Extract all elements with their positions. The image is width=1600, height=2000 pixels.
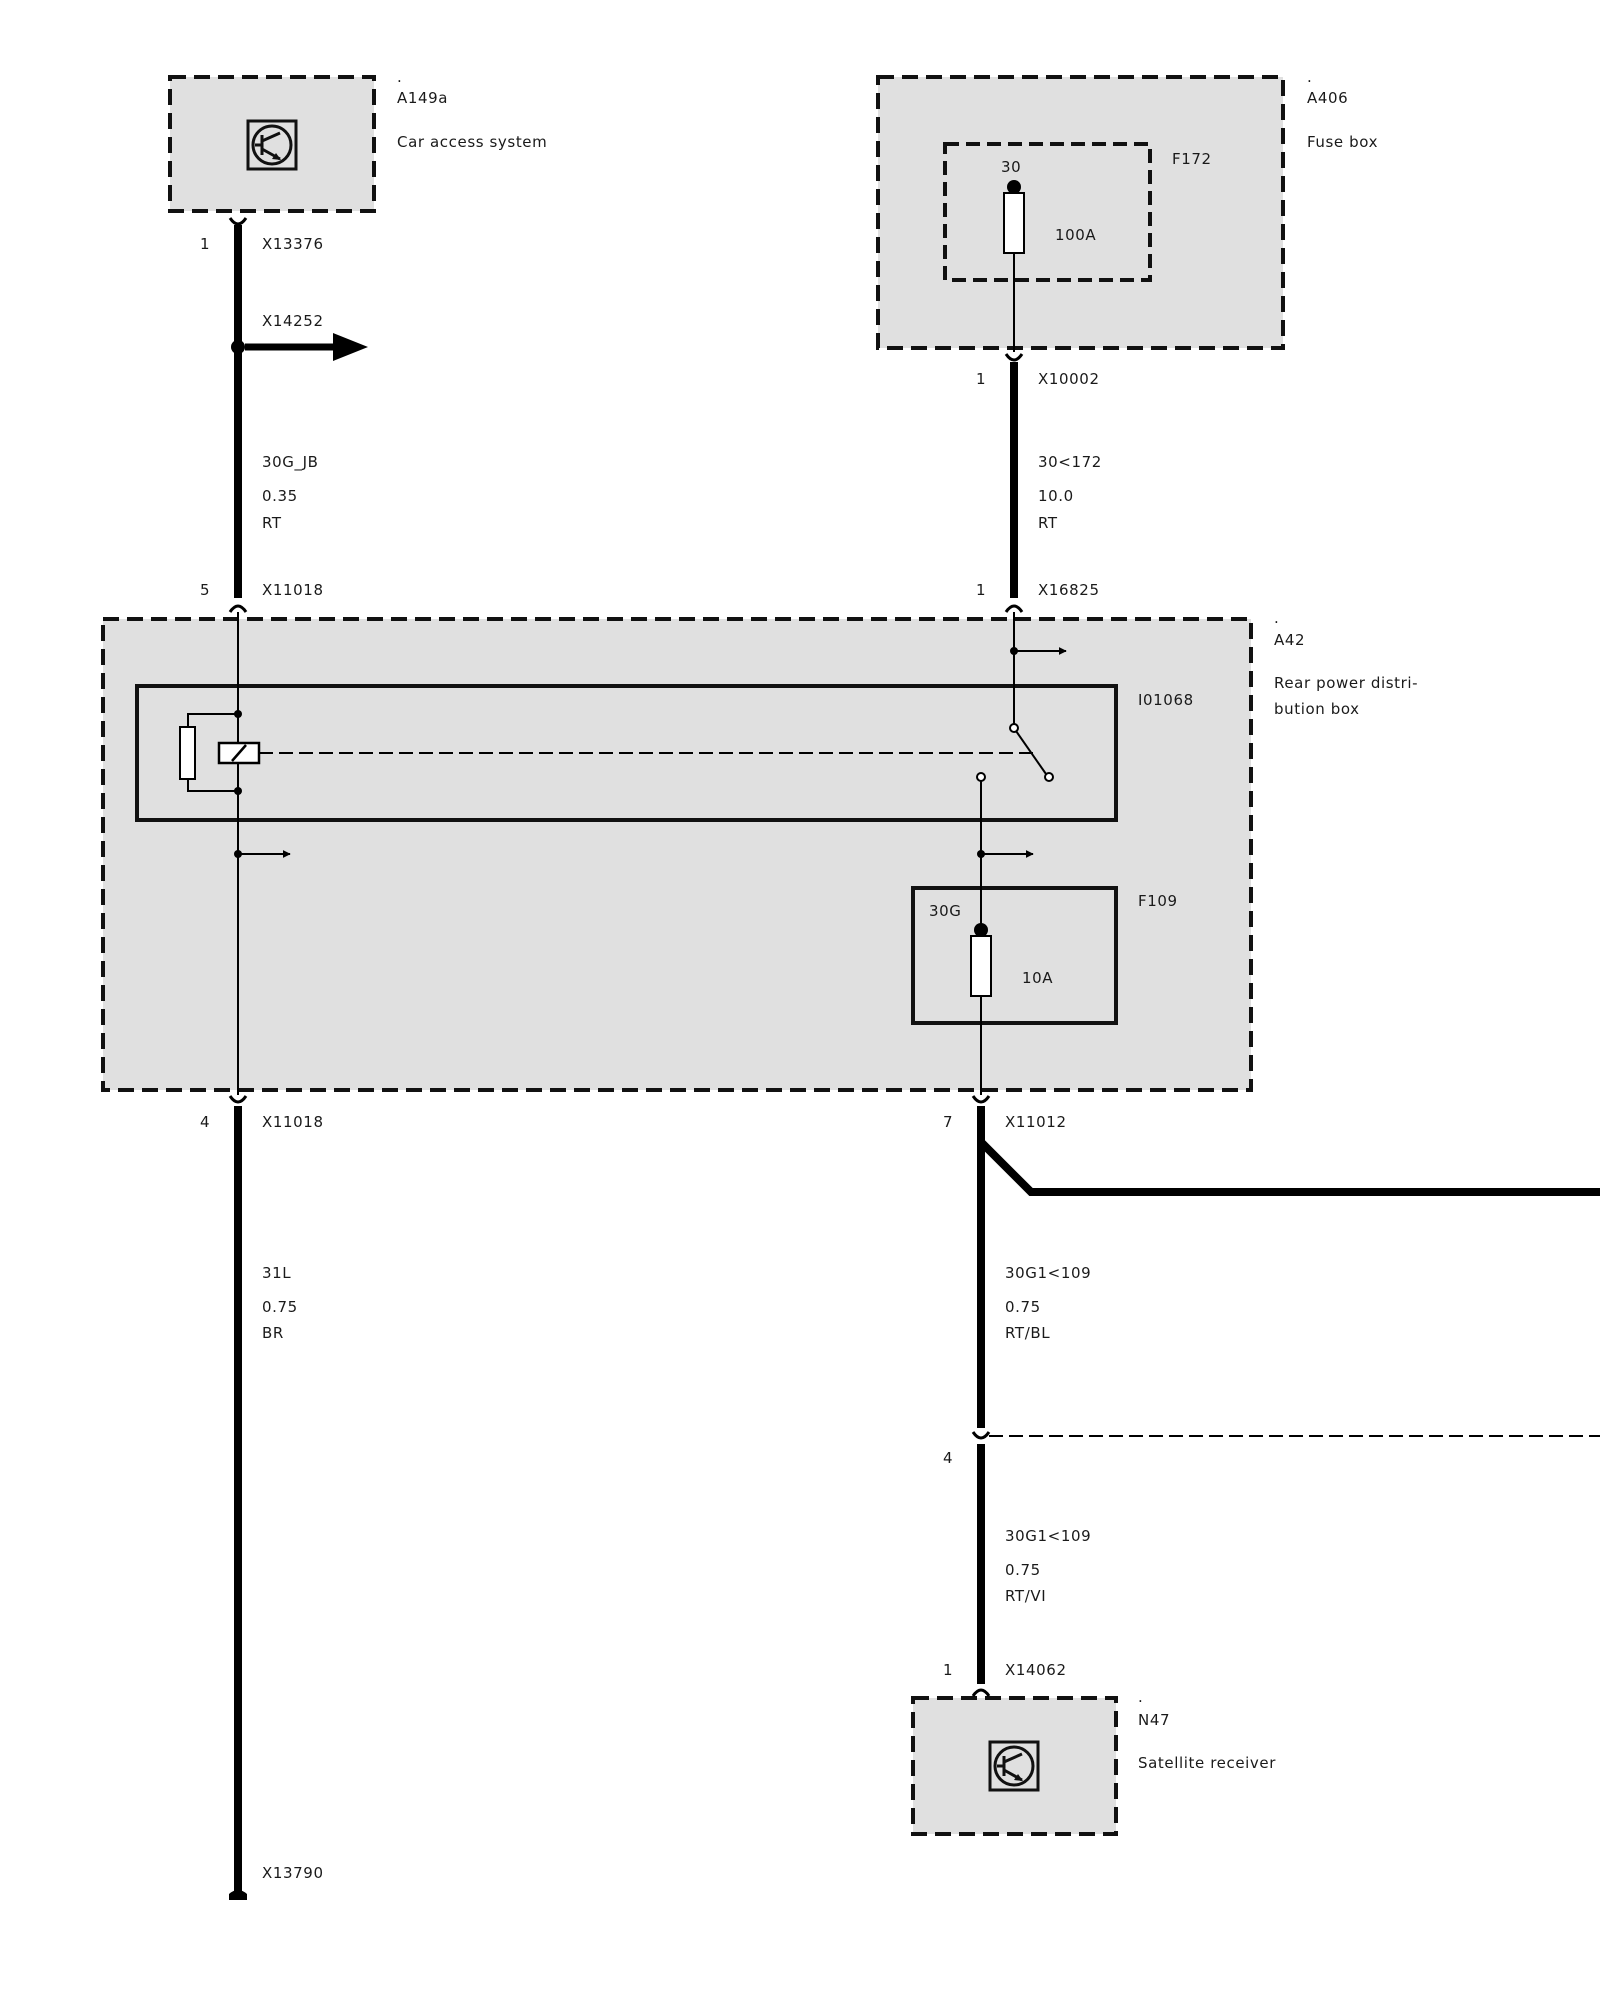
- relay-i01068-id: I01068: [1138, 691, 1194, 709]
- fuse-f172-terminal: 30: [1001, 158, 1021, 176]
- wire-30-172-signal: 30<172: [1038, 453, 1102, 471]
- module-a149a-name: Car access system: [397, 133, 547, 151]
- relay-coil-icon: [217, 741, 261, 765]
- connector-x11012-pin: 7: [943, 1113, 953, 1131]
- connector-x11018-bottom-id: X11018: [262, 1113, 324, 1131]
- connector-x16825-mark: [1004, 604, 1024, 613]
- module-a406[interactable]: [876, 75, 1285, 350]
- connector-x11018-top-pin: 5: [200, 581, 210, 599]
- fuse-f172-rating: 100A: [1055, 226, 1096, 244]
- wire-31l-color: BR: [262, 1324, 284, 1342]
- connector-splice-4-mark: [971, 1431, 991, 1440]
- wire-30g1-109-a-signal: 30G1<109: [1005, 1264, 1091, 1282]
- module-n47-name: Satellite receiver: [1138, 1754, 1276, 1772]
- module-a406-box: [876, 75, 1285, 350]
- module-a42-name-line1: Rear power distri-: [1274, 674, 1418, 692]
- terminal-30-dot: [1007, 180, 1021, 194]
- module-n47-dot: .: [1138, 1688, 1143, 1706]
- wire-30-172-color: RT: [1038, 514, 1058, 532]
- splice-x14252-node: [231, 340, 245, 354]
- ecu-transistor-icon: [988, 1740, 1040, 1792]
- wire-30g-jb-color: RT: [262, 514, 282, 532]
- wire-30g1-109-a[interactable]: [977, 1106, 1600, 1428]
- module-n47-box: [911, 1696, 1118, 1836]
- connector-x14062-mark: [971, 1688, 991, 1697]
- module-a42-id: A42: [1274, 631, 1305, 649]
- wire-30g1-109-a-color: RT/BL: [1005, 1324, 1050, 1342]
- connector-x13790-id: X13790: [262, 1864, 324, 1882]
- wire-30-172-gauge: 10.0: [1038, 487, 1074, 505]
- fuse-f109-terminal: 30G: [929, 902, 962, 920]
- wire-31l-gauge: 0.75: [262, 1298, 298, 1316]
- fuse-f172-icon: [1003, 192, 1025, 254]
- fuse-f172-frame: [943, 142, 1152, 282]
- module-a42-name-line2: bution box: [1274, 700, 1360, 718]
- fuse-f109-icon: [970, 935, 992, 997]
- connector-x16825-id: X16825: [1038, 581, 1100, 599]
- module-a406-id: A406: [1307, 89, 1348, 107]
- relay-switch-blade: [1015, 730, 1047, 775]
- module-a149a-box: [168, 75, 376, 213]
- module-a42-box: [101, 617, 1253, 1092]
- module-a406-dot: .: [1307, 68, 1312, 86]
- connector-splice-4-pin: 4: [943, 1449, 953, 1467]
- connector-x10002-id: X10002: [1038, 370, 1100, 388]
- connector-x14062-id: X14062: [1005, 1661, 1067, 1679]
- relay-contact-terminal: [1009, 723, 1019, 733]
- connector-x13376-mark: [228, 217, 248, 226]
- wire-31l-signal: 31L: [262, 1264, 291, 1282]
- relay-contact-terminal: [976, 772, 986, 782]
- module-a42[interactable]: [101, 617, 1253, 1092]
- relay-i01068-frame: [135, 684, 1118, 822]
- connector-x14062-pin: 1: [943, 1661, 953, 1679]
- wire-30g1-109-b-gauge: 0.75: [1005, 1561, 1041, 1579]
- arrow-head-icon: [333, 333, 368, 361]
- wire-30g1-109-a-gauge: 0.75: [1005, 1298, 1041, 1316]
- resistor-icon: [179, 726, 196, 780]
- fuse-f109-rating: 10A: [1022, 969, 1053, 987]
- connector-x14252-id: X14252: [262, 312, 324, 330]
- wire-30g1-109-b-color: RT/VI: [1005, 1587, 1046, 1605]
- module-a406-name: Fuse box: [1307, 133, 1378, 151]
- connector-x11018-top-id: X11018: [262, 581, 324, 599]
- connector-x16825-pin: 1: [976, 581, 986, 599]
- connector-x13376-id: X13376: [262, 235, 324, 253]
- ground-terminal-x13790: [229, 1890, 247, 1900]
- connector-x11012-id: X11012: [1005, 1113, 1067, 1131]
- module-a149a-id: A149a: [397, 89, 448, 107]
- fuse-f109-id: F109: [1138, 892, 1178, 910]
- wire-30g-jb-gauge: 0.35: [262, 487, 298, 505]
- relay-contact-terminal: [1044, 772, 1054, 782]
- module-n47[interactable]: [911, 1696, 1118, 1836]
- fuse-f109-frame: [911, 886, 1118, 1025]
- wire-30g1-109-b-signal: 30G1<109: [1005, 1527, 1091, 1545]
- module-n47-id: N47: [1138, 1711, 1170, 1729]
- connector-x11012-mark: [971, 1095, 991, 1104]
- connector-x11018-bottom-pin: 4: [200, 1113, 210, 1131]
- connector-x11018-top-mark: [228, 604, 248, 613]
- module-a42-dot: .: [1274, 609, 1279, 627]
- connector-x10002-pin: 1: [976, 370, 986, 388]
- terminal-30g-dot: [974, 923, 988, 937]
- connector-x13376-pin: 1: [200, 235, 210, 253]
- wire-30g-jb-signal: 30G_JB: [262, 453, 319, 472]
- module-a149a[interactable]: [168, 75, 376, 213]
- ecu-transistor-icon: [246, 119, 298, 171]
- connector-x11018-bottom-mark: [228, 1095, 248, 1104]
- fuse-f172-id: F172: [1172, 150, 1212, 168]
- connector-x10002-mark: [1004, 353, 1024, 362]
- module-a149a-dot: .: [397, 68, 402, 86]
